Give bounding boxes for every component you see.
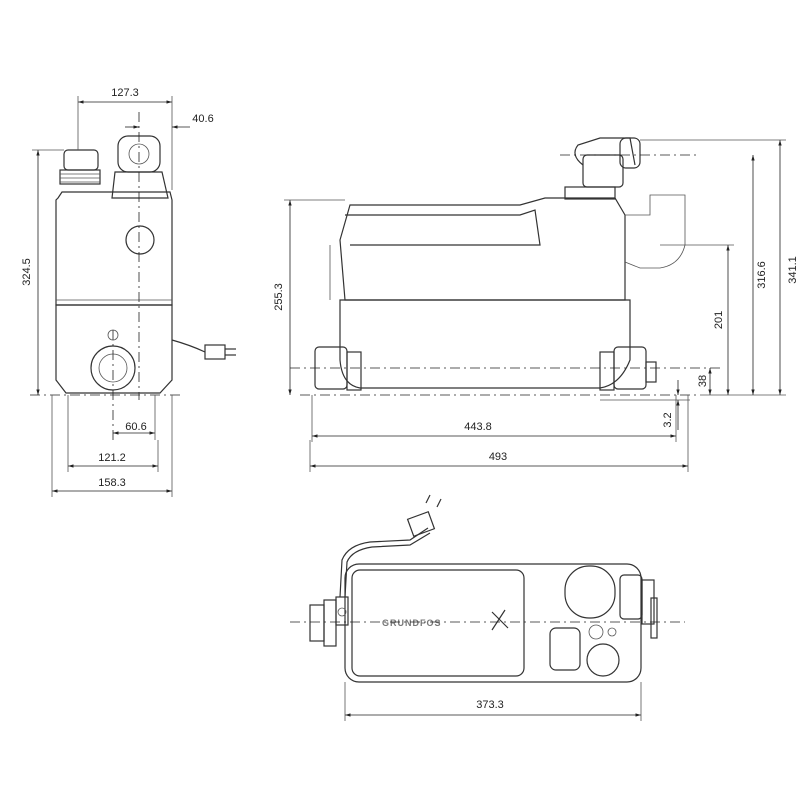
dim-158-3: 158.3 (98, 477, 126, 489)
dim-127-3: 127.3 (111, 87, 139, 99)
front-view-dimensions: 255.3 443.8 493 3.2 38 201 316.6 341.1 (273, 139, 799, 472)
dim-373-3: 373.3 (476, 699, 504, 711)
dim-40-6: 40.6 (192, 113, 213, 125)
dim-3-2: 3.2 (662, 412, 674, 427)
dim-443-8: 443.8 (464, 421, 492, 433)
dim-493: 493 (489, 451, 507, 463)
top-view-dimensions: 373.3 (344, 682, 642, 721)
top-view: GRUNDFOS (290, 494, 685, 683)
dim-316-6: 316.6 (756, 261, 768, 289)
dim-341-1: 341.1 (787, 256, 799, 284)
side-view-dimensions: 127.3 40.6 324.5 60.6 121.2 158.3 (21, 87, 214, 497)
dim-255-3: 255.3 (273, 283, 285, 311)
dim-201: 201 (713, 311, 725, 329)
dim-60-6: 60.6 (125, 421, 146, 433)
dim-324-5: 324.5 (21, 258, 33, 286)
dim-38: 38 (697, 375, 709, 387)
dim-121-2: 121.2 (98, 452, 126, 464)
brand-logo: GRUNDFOS (382, 618, 442, 628)
front-view (290, 137, 720, 396)
side-view (30, 112, 236, 440)
